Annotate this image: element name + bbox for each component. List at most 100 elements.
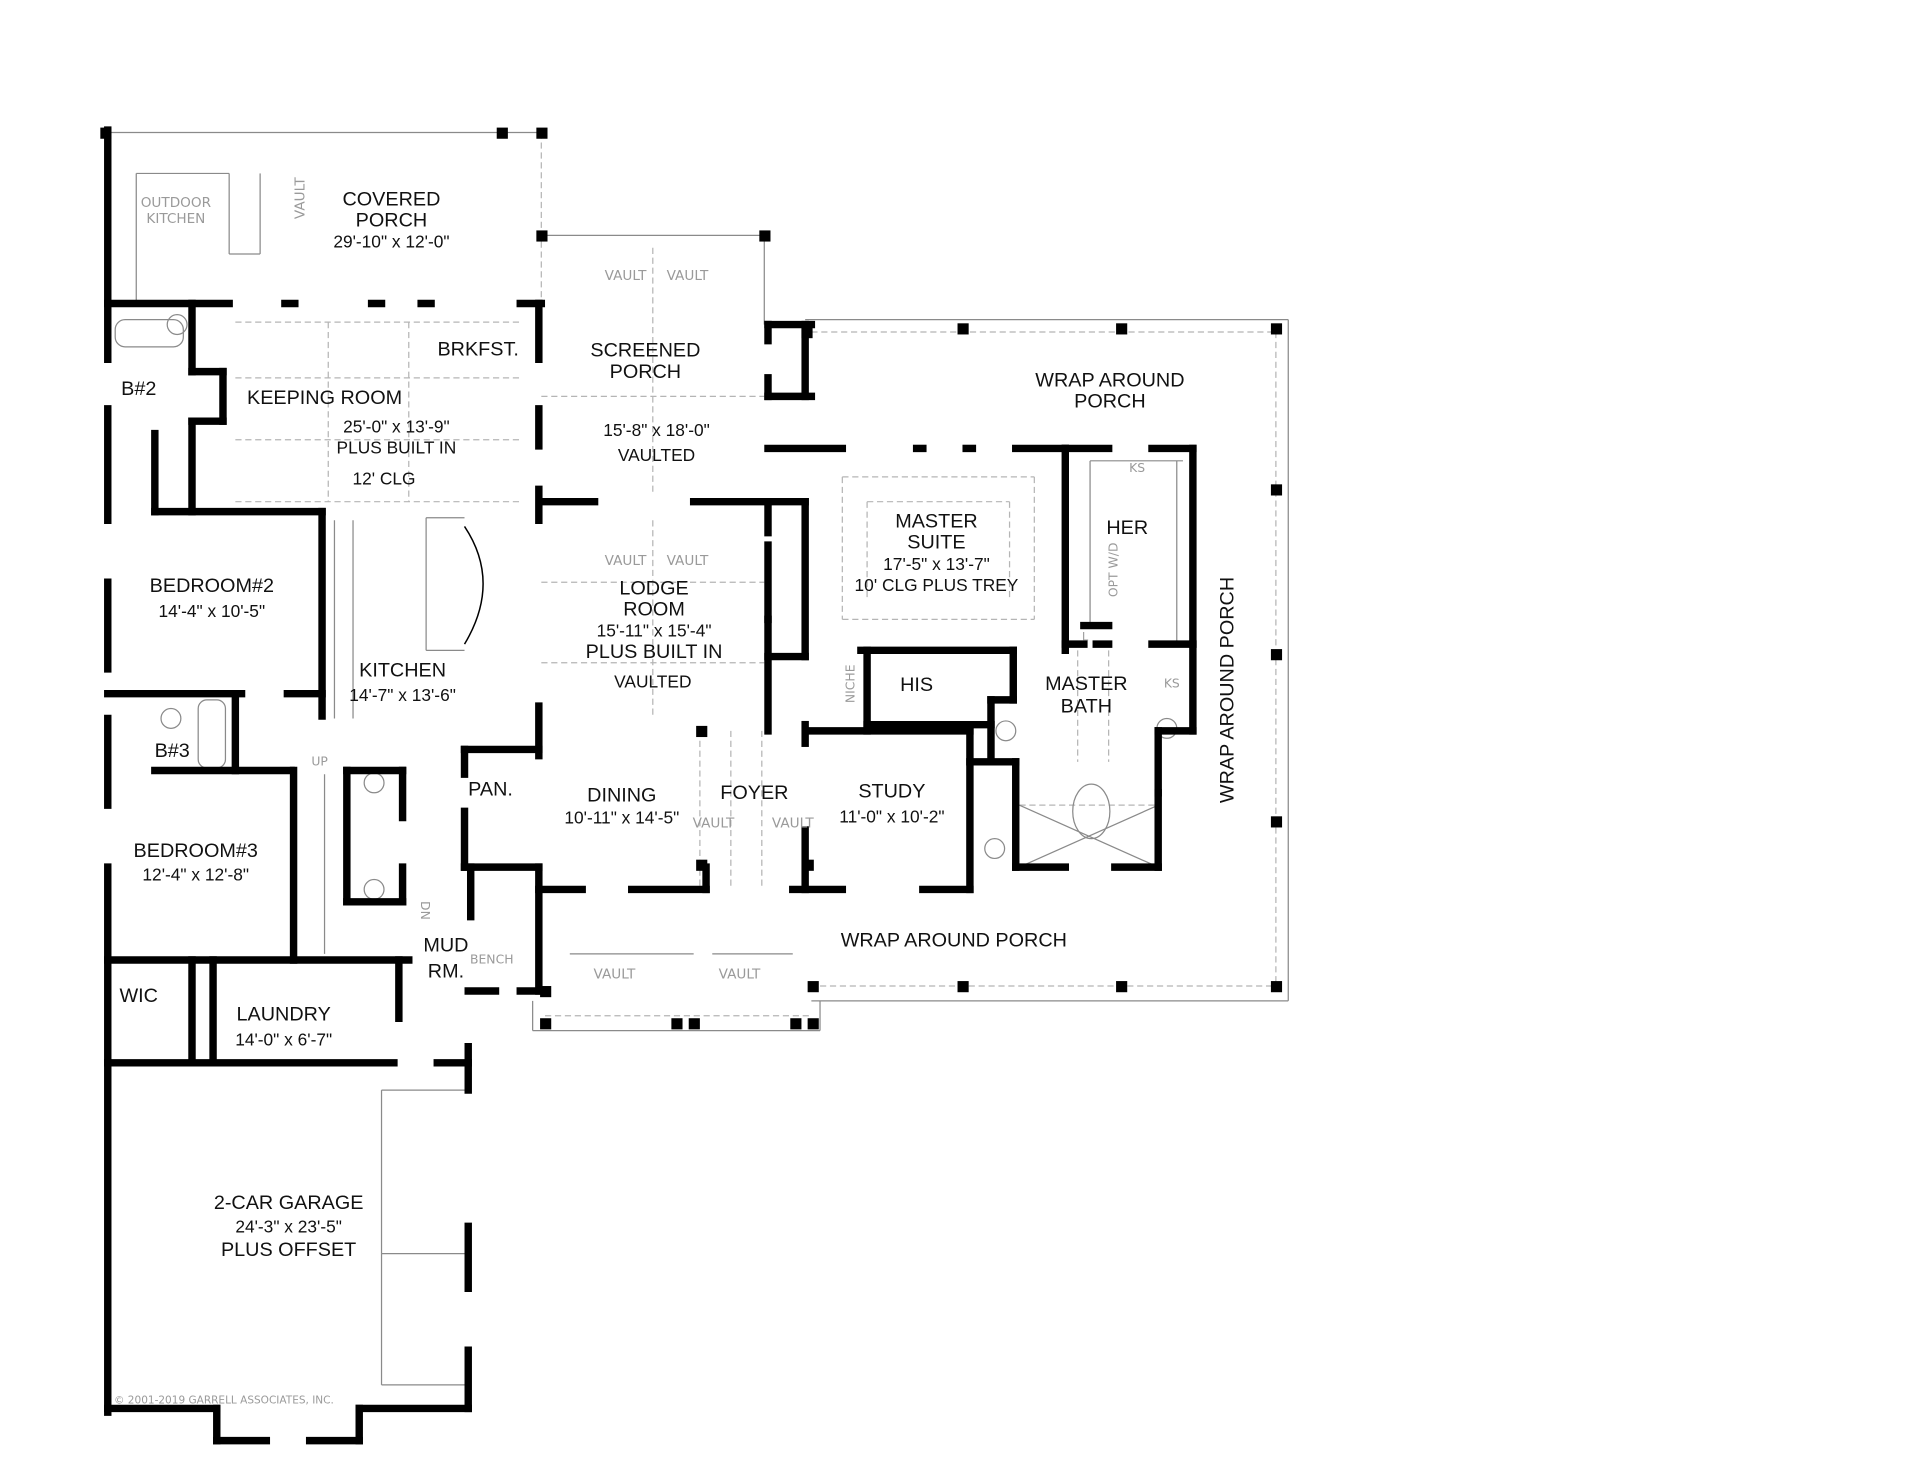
bedroom-3-text: BEDROOM#3 xyxy=(134,840,258,862)
wrap-porch-top-text: PORCH xyxy=(1074,391,1146,413)
lodge-vault-right-label: VAULT xyxy=(667,553,709,569)
foyer-vault-right-label: VAULT xyxy=(772,815,814,831)
laundry-text: 14'-0" x 6'-7" xyxy=(235,1029,332,1049)
study-label: STUDY 11'-0" x 10'-2" xyxy=(839,781,944,827)
lodge-vault-left-text: VAULT xyxy=(605,553,647,569)
screened-porch-text: SCREENED xyxy=(590,340,700,362)
ks-bath-text: KS xyxy=(1164,676,1180,690)
mud-room-text: RM. xyxy=(428,960,464,982)
bedroom-2-label: BEDROOM#2 14'-4" x 10'-5" xyxy=(150,575,274,621)
covered-porch-text: PORCH xyxy=(356,210,427,232)
screened-vault-left-label: VAULT xyxy=(605,268,647,284)
porch-post xyxy=(759,230,771,242)
dining-text: 10'-11" x 14'-5" xyxy=(564,808,679,828)
porch-post xyxy=(536,230,548,242)
bedroom-2-text: BEDROOM#2 xyxy=(150,575,274,597)
fridge-l-text: L xyxy=(1082,630,1089,643)
mud-room-label: MUD RM. xyxy=(423,934,468,982)
lodge-room-vaulted-text: VAULTED xyxy=(614,671,691,691)
porch-vault-text: VAULT xyxy=(293,177,309,219)
porch-post xyxy=(1116,981,1128,993)
wic-text: WIC xyxy=(119,985,157,1007)
bedroom-2-text: 14'-4" x 10'-5" xyxy=(159,601,266,621)
bath-3-label: B#3 xyxy=(155,740,190,762)
laundry-text: LAUNDRY xyxy=(237,1004,331,1026)
lodge-room-text: 15'-11" x 15'-4" xyxy=(597,621,712,641)
porch-post xyxy=(1116,323,1128,335)
porch-post xyxy=(790,1018,802,1030)
bath-2-text: B#2 xyxy=(121,378,156,400)
porch-post xyxy=(957,981,969,993)
garage-text: 24'-3" x 23'-5" xyxy=(235,1217,342,1237)
her-closet-text: HER xyxy=(1106,517,1148,539)
porch-post xyxy=(540,1018,552,1030)
porch-posts xyxy=(100,127,1283,1030)
master-bath-text: MASTER xyxy=(1045,673,1128,695)
front-porch-vault-left-text: VAULT xyxy=(594,967,636,983)
wrap-porch-bottom-label: WRAP AROUND PORCH xyxy=(841,929,1067,951)
front-porch-vault-right-label: VAULT xyxy=(719,967,761,983)
foyer-vault-right-text: VAULT xyxy=(772,815,814,831)
stair-up-label: UP xyxy=(311,755,328,769)
dining-text: DINING xyxy=(587,784,656,806)
wrap-porch-bottom-text: WRAP AROUND PORCH xyxy=(841,929,1067,951)
laundry-label: LAUNDRY 14'-0" x 6'-7" xyxy=(235,1004,332,1050)
keeping-room-dims-label: 25'-0" x 13'-9"PLUS BUILT IN xyxy=(337,416,457,457)
porch-post xyxy=(496,127,508,139)
porch-post xyxy=(688,1018,700,1030)
porch-post xyxy=(540,986,552,998)
foyer-text: FOYER xyxy=(720,782,788,804)
porch-post xyxy=(1270,323,1283,335)
keeping-room-clg-label: 12' CLG xyxy=(352,468,415,488)
covered-porch-text: 29'-10" x 12'-0" xyxy=(333,232,449,252)
master-bath-text: BATH xyxy=(1061,695,1112,717)
screened-porch-text: PORCH xyxy=(610,361,682,383)
lodge-room-text: PLUS BUILT IN xyxy=(586,641,723,663)
ks-bath-label: KS xyxy=(1164,676,1180,690)
ks-her-text: KS xyxy=(1129,461,1145,475)
lodge-room-text: ROOM xyxy=(623,599,685,621)
screened-vault-right-label: VAULT xyxy=(667,268,709,284)
master-suite-text: MASTER xyxy=(895,511,978,533)
bathtub-icon xyxy=(1072,783,1111,840)
niche-label: NICHE xyxy=(844,664,858,703)
porch-post xyxy=(1270,484,1283,496)
lodge-room-vaulted-label: VAULTED xyxy=(614,671,691,691)
foyer-label: FOYER xyxy=(720,782,788,804)
front-porch-vault-left-label: VAULT xyxy=(594,967,636,983)
mud-room-text: MUD xyxy=(423,934,468,956)
bedroom-3-label: BEDROOM#312'-4" x 12'-8" xyxy=(134,840,258,885)
wrap-porch-side-text: WRAP AROUND PORCH xyxy=(1217,577,1239,803)
lodge-room-text: LODGE xyxy=(619,578,688,600)
screened-porch-dims-text: VAULTED xyxy=(618,445,695,465)
bath-3-text: B#3 xyxy=(155,740,190,762)
porch-post xyxy=(957,323,969,335)
fixture-icon xyxy=(160,707,182,729)
bench-label: BENCH xyxy=(470,953,514,967)
his-closet-text: HIS xyxy=(900,674,933,696)
master-suite-text: 10' CLG PLUS TREY xyxy=(855,575,1019,595)
fixture-icon xyxy=(995,720,1017,742)
outdoor-kitchen-text: KITCHEN xyxy=(146,211,205,227)
keeping-room-dims-text: 25'-0" x 13'-9" xyxy=(343,416,450,436)
lodge-vault-left-label: VAULT xyxy=(605,553,647,569)
study-text: 11'-0" x 10'-2" xyxy=(839,807,944,827)
bench-text: BENCH xyxy=(470,953,514,967)
her-closet-label: HER xyxy=(1106,517,1148,539)
study-text: STUDY xyxy=(858,781,925,803)
wrap-porch-top-text: WRAP AROUND xyxy=(1035,369,1184,391)
porch-post xyxy=(696,859,708,871)
covered-porch-text: COVERED xyxy=(342,189,440,211)
porch-post xyxy=(1270,816,1283,828)
stair-dn-label: DN xyxy=(418,901,432,920)
porch-post xyxy=(671,1018,683,1030)
